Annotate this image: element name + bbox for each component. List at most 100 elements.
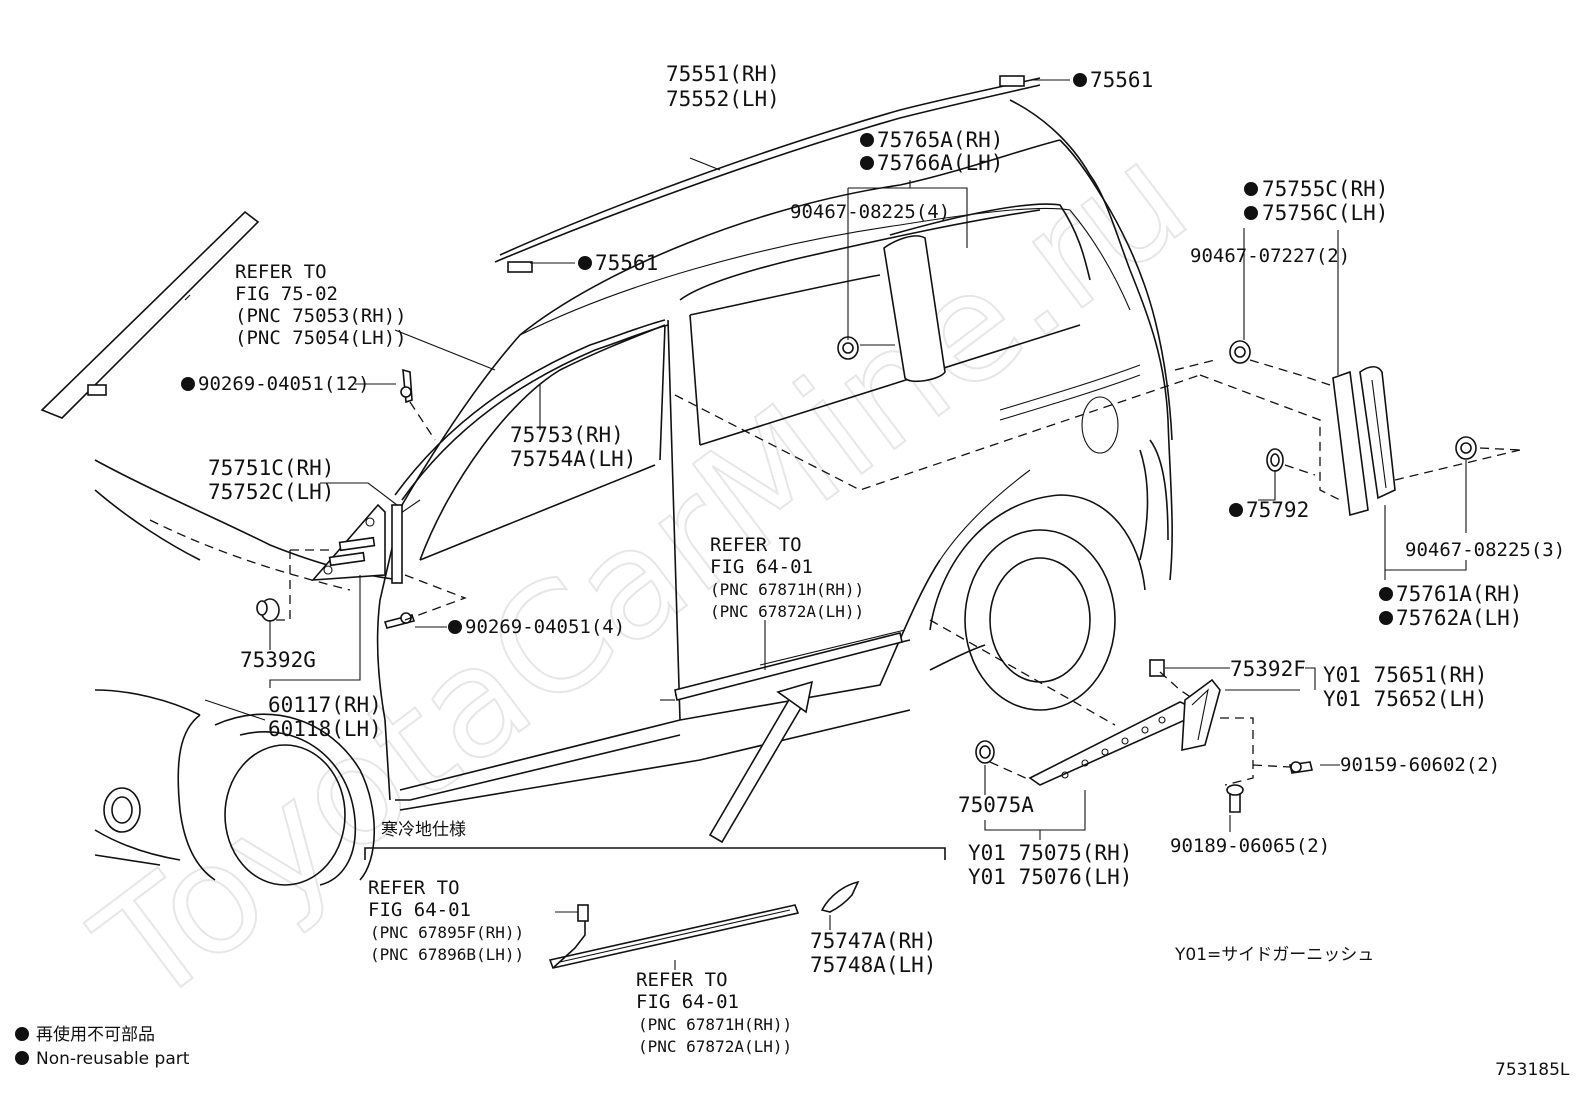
- label-75752c-lh: 75752C(LH): [208, 480, 334, 504]
- label-refer-64-01-a-line1: REFER TO: [710, 534, 802, 556]
- windshield-moulding: [40, 210, 260, 419]
- cold-spec-rocker-moulding: [548, 904, 800, 969]
- screw-90189-06065: [1226, 784, 1244, 813]
- label-refer-64-01-c-line2: FIG 64-01: [636, 991, 739, 1013]
- roof-moulding: [494, 77, 1041, 263]
- label-90269-04051-12: 90269-04051(12): [198, 373, 370, 395]
- non-reusable-dot: [860, 156, 874, 170]
- screw-90159-60602: [1289, 761, 1313, 774]
- front-quarter-window: [311, 503, 386, 581]
- label-y01-75652-lh: Y01 75652(LH): [1323, 687, 1487, 711]
- zoom-arrow: [708, 680, 814, 844]
- label-refer-75-02-line4: (PNC 75054(LH)): [235, 327, 407, 349]
- label-75753-rh: 75753(RH): [510, 423, 624, 447]
- leader-lines: [184, 79, 1467, 970]
- label-y01-note: Y01=サイドガーニッシュ: [1174, 945, 1374, 965]
- label-75765a-rh: 75765A(RH): [877, 128, 1003, 152]
- label-cold-spec: 寒冷地仕様: [381, 820, 466, 840]
- non-reusable-dot: [1379, 587, 1393, 601]
- clip-90467-08225-4: [837, 336, 859, 360]
- label-75754a-lh: 75754A(LH): [510, 447, 636, 471]
- label-refer-64-01-b-line2: FIG 64-01: [368, 899, 471, 921]
- label-refer-64-01-b-line3: (PNC 67895F(RH)): [370, 923, 524, 942]
- dashed-guide-lines: [275, 359, 1521, 786]
- screw-90269-12: [400, 368, 413, 404]
- label-75552-lh: 75552(LH): [666, 87, 780, 111]
- label-60118-lh: 60118(LH): [268, 717, 382, 741]
- label-75748a-lh: 75748A(LH): [810, 953, 936, 977]
- label-refer-64-01-a-line3: (PNC 67871H(RH)): [710, 580, 864, 599]
- label-refer-75-02-line1: REFER TO: [235, 261, 327, 283]
- label-90269-04051-4: 90269-04051(4): [465, 616, 625, 638]
- non-reusable-dot: [860, 133, 874, 147]
- non-reusable-dot: [448, 620, 462, 634]
- label-75756c-lh: 75756C(LH): [1262, 201, 1388, 225]
- side-garnish-y01-75651: [1181, 678, 1221, 752]
- clip-75792: [1266, 448, 1284, 472]
- car-body-outline: [94, 99, 1173, 886]
- legend-dot: [15, 1027, 29, 1041]
- label-75075a: 75075A: [958, 793, 1034, 817]
- label-refer-64-01-c-line3: (PNC 67871H(RH)): [638, 1015, 792, 1034]
- label-refer-64-01-b-line4: (PNC 67896B(LH)): [370, 945, 524, 964]
- diagram-id: 753185L: [1495, 1060, 1570, 1080]
- label-refer-75-02-line3: (PNC 75053(RH)): [235, 305, 407, 327]
- label-75761a-rh: 75761A(RH): [1396, 582, 1522, 606]
- cold-spec-bracket: [364, 847, 946, 860]
- cold-spec-small-garnish: [820, 880, 860, 913]
- label-75747a-rh: 75747A(RH): [810, 929, 936, 953]
- label-75392f: 75392F: [1230, 657, 1306, 681]
- label-refer-64-01-b-line1: REFER TO: [368, 877, 460, 899]
- legend-dot: [15, 1051, 29, 1065]
- label-75561-left: 75561: [595, 251, 658, 275]
- non-reusable-dot: [1244, 182, 1258, 196]
- label-75755c-rh: 75755C(RH): [1262, 177, 1388, 201]
- label-90159-60602-2: 90159-60602(2): [1340, 754, 1500, 776]
- clip-75075a: [975, 740, 995, 764]
- label-75751c-rh: 75751C(RH): [208, 456, 334, 480]
- label-refer-64-01-c-line4: (PNC 67872A(LH)): [638, 1037, 792, 1056]
- label-75551-rh: 75551(RH): [666, 62, 780, 86]
- roof-clip-top: [999, 75, 1025, 87]
- label-y01-75076-lh: Y01 75076(LH): [968, 865, 1132, 889]
- clip-75392g: [256, 598, 280, 622]
- label-90467-08225-3: 90467-08225(3): [1405, 539, 1565, 561]
- non-reusable-dot: [181, 377, 195, 391]
- door-frame-moulding: [394, 319, 666, 496]
- label-90189-06065-2: 90189-06065(2): [1170, 835, 1330, 857]
- clip-90467-07227: [1229, 340, 1251, 364]
- c-pillar-garnish-75761a: [1359, 365, 1396, 500]
- label-y01-75075-rh: Y01 75075(RH): [968, 841, 1132, 865]
- non-reusable-dot: [578, 256, 592, 270]
- c-pillar-garnish-75755c: [1332, 370, 1369, 517]
- rocker-moulding: [674, 629, 906, 701]
- label-refer-64-01-a-line2: FIG 64-01: [710, 556, 813, 578]
- label-75762a-lh: 75762A(LH): [1396, 606, 1522, 630]
- label-90467-08225-4: 90467-08225(4): [790, 201, 950, 223]
- clip-90467-08225-3: [1455, 436, 1477, 460]
- label-75392g: 75392G: [240, 648, 316, 672]
- legend-jp: 再使用不可部品: [36, 1024, 155, 1045]
- label-60117-rh: 60117(RH): [268, 693, 382, 717]
- a-pillar-garnish: [391, 504, 403, 584]
- side-garnish-y01-75075: [1028, 701, 1190, 786]
- legend-en: Non-reusable part: [36, 1049, 190, 1069]
- b-pillar-garnish: [883, 235, 946, 383]
- label-75766a-lh: 75766A(LH): [877, 151, 1003, 175]
- label-75561-top: 75561: [1090, 68, 1153, 92]
- screw-90269-4: [383, 612, 416, 629]
- roof-clip-left: [507, 261, 533, 273]
- non-reusable-dot: [1379, 611, 1393, 625]
- labels: 75551(RH) 75552(LH) 75561 75561 75765A(R…: [15, 62, 1570, 1080]
- non-reusable-dot: [1244, 206, 1258, 220]
- label-75792: 75792: [1246, 498, 1309, 522]
- label-y01-75651-rh: Y01 75651(RH): [1323, 663, 1487, 687]
- label-refer-64-01-c-line1: REFER TO: [636, 969, 728, 991]
- label-refer-75-02-line2: FIG 75-02: [235, 283, 338, 305]
- cold-spec-wire-harness: [552, 904, 589, 969]
- label-refer-64-01-a-line4: (PNC 67872A(LH)): [710, 602, 864, 621]
- label-90467-07227-2: 90467-07227(2): [1190, 245, 1350, 267]
- non-reusable-dot: [1073, 73, 1087, 87]
- non-reusable-dot: [1229, 503, 1243, 517]
